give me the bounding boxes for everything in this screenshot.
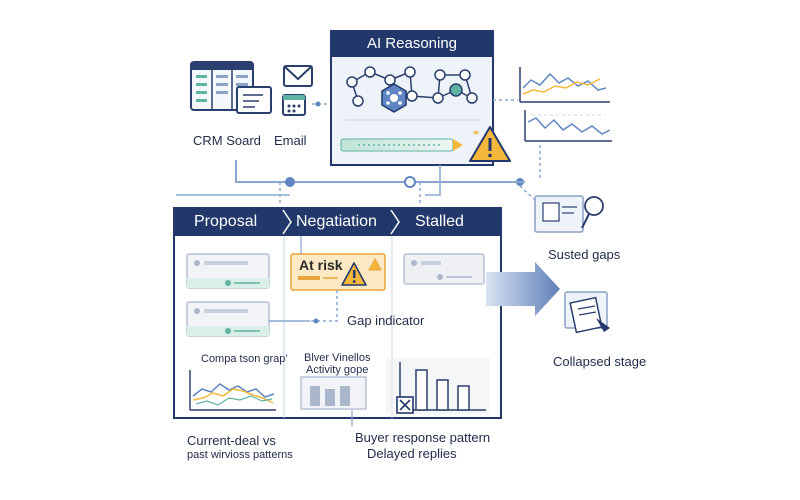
trend-chart-2 <box>524 110 612 142</box>
activity-graph-title: Blver Vinellos <box>304 352 371 364</box>
email-label: Email <box>274 133 307 148</box>
past-patterns-caption: past wirvioss patterns <box>187 449 293 461</box>
current-deal-caption: Current-deal vs <box>187 433 276 448</box>
buyer-response-caption: Buyer response pattern <box>355 430 491 445</box>
delayed-replies-caption: Delayed replies <box>367 446 457 461</box>
email-icon <box>283 65 313 87</box>
activity-graph <box>300 376 367 410</box>
crm-board-label: CRM Soard <box>193 133 261 148</box>
ai-reasoning-panel <box>330 30 511 166</box>
trend-chart-1 <box>519 67 610 103</box>
collapsed-stage-icon <box>564 291 610 334</box>
comparison-graph <box>189 370 276 411</box>
ai-reasoning-title: AI Reasoning <box>366 35 458 52</box>
sensed-gaps-label: Susted gaps <box>548 247 621 262</box>
ai-chip-icon <box>381 83 407 113</box>
at-risk-warning-icon <box>341 262 367 286</box>
collapsed-stage-label: Collapsed stage <box>553 354 647 369</box>
at-risk-label: At risk <box>299 257 343 273</box>
stage-proposal[interactable]: Proposal <box>194 213 258 230</box>
gap-indicator-connector <box>269 236 338 324</box>
sensed-gaps-icon <box>519 185 604 233</box>
stage-stalled[interactable]: Stalled <box>415 213 464 230</box>
flow-line <box>176 160 525 205</box>
collapse-arrow <box>486 262 560 316</box>
deal-card[interactable] <box>186 301 270 337</box>
source-connector <box>312 101 330 107</box>
close-icon <box>396 396 414 414</box>
gap-indicator-label: Gap indicator <box>347 313 425 328</box>
comparison-graph-label: Compa tson grap’ <box>201 353 288 365</box>
activity-graph-subtitle: Activity gope <box>306 364 369 376</box>
small-warning-icon <box>368 257 382 271</box>
deal-card[interactable] <box>186 253 270 289</box>
calendar-icon <box>282 94 306 116</box>
stalled-deal-card[interactable] <box>403 253 485 285</box>
stage-negotiation[interactable]: Negatiation <box>296 213 377 230</box>
buyer-response-chart <box>386 358 490 414</box>
warning-icon <box>469 126 511 162</box>
document-icon <box>236 86 272 114</box>
reasoning-progress-bar <box>340 138 463 152</box>
